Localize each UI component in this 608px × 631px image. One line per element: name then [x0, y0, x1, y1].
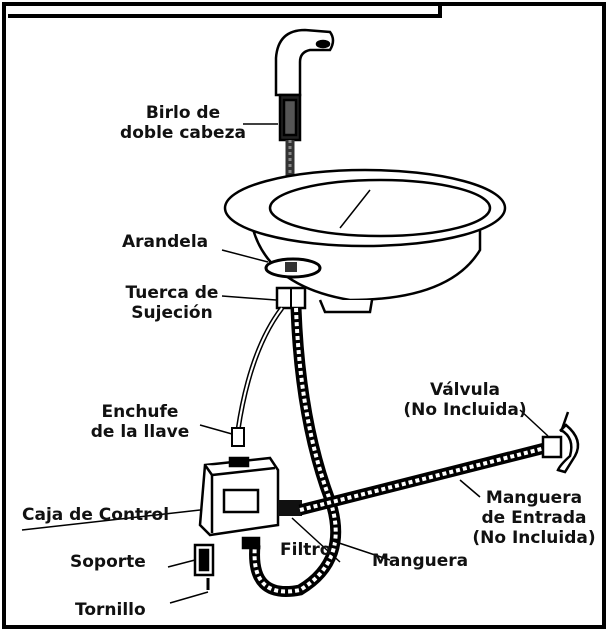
title-box-edge [8, 4, 442, 18]
filter-fitting [278, 500, 302, 516]
label-birlo-line1: Birlo de [145, 103, 221, 123]
valve [541, 411, 580, 474]
label-caja: Caja de Control [22, 505, 170, 525]
label-manguera-entrada-line3: (No Incluida) [472, 528, 596, 548]
sensor-cable [235, 306, 284, 431]
label-filtro: Filtro [280, 540, 332, 560]
leader-lines [21, 123, 549, 604]
label-valvula-line2: (No Incluida) [403, 400, 527, 420]
label-manguera-entrada-line1: Manguera [485, 488, 583, 508]
label-manguera: Manguera [372, 551, 469, 571]
faucet-spout [274, 28, 335, 142]
label-soporte: Soporte [70, 552, 146, 572]
label-enchufe: Enchufe de la llave [78, 402, 202, 442]
sink-basin [223, 168, 507, 314]
label-tuerca-line2: Sujeción [131, 303, 213, 323]
bracket [193, 543, 215, 577]
label-valvula-line1: Válvula [429, 380, 500, 400]
label-birlo-line2: doble cabeza [120, 123, 246, 143]
plug-connector [231, 427, 245, 447]
label-tuerca-line1: Tuerca de [125, 283, 219, 303]
label-arandela: Arandela [122, 232, 209, 252]
label-enchufe-line2: de la llave [90, 422, 190, 442]
label-tornillo: Tornillo [75, 600, 146, 620]
label-enchufe-line1: Enchufe [101, 402, 179, 422]
label-valvula: Válvula (No Incluida) [395, 380, 535, 420]
label-manguera-entrada-line2: de Entrada [481, 508, 587, 528]
label-manguera-entrada: Manguera de Entrada (No Incluida) [470, 488, 598, 548]
label-tuerca: Tuerca de Sujeción [122, 283, 222, 323]
label-birlo: Birlo de doble cabeza [118, 103, 248, 143]
control-box [198, 456, 280, 550]
